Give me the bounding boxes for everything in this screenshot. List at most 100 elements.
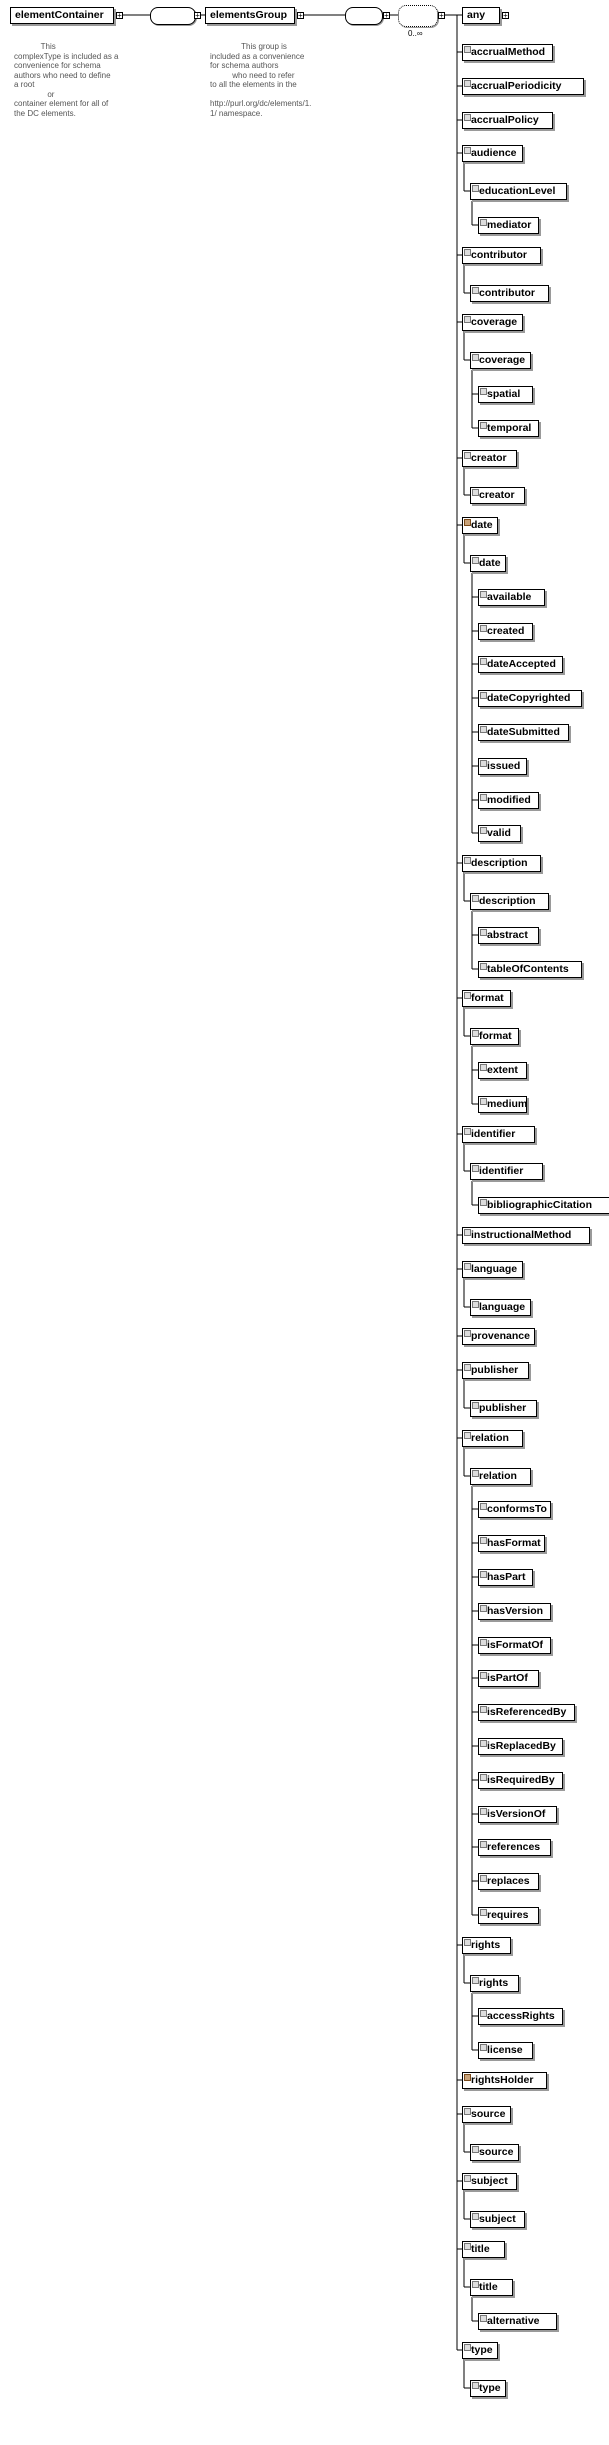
child-element-extent[interactable]: extent [478,1062,527,1079]
child-element-isrequiredby[interactable]: isRequiredBy [478,1772,563,1789]
group-element-identifier[interactable]: identifier [462,1126,535,1143]
any-box[interactable]: any [462,7,500,24]
element-label: title [479,2281,498,2293]
child-element-temporal[interactable]: temporal [478,420,539,437]
child-element-mediator[interactable]: mediator [478,217,539,234]
child-element-hasversion[interactable]: hasVersion [478,1603,551,1620]
group-element-source[interactable]: source [462,2106,511,2123]
element-label: description [471,857,528,869]
child-element-publisher[interactable]: publisher [470,1400,537,1417]
group-element-date[interactable]: date [462,517,498,534]
group-element-language[interactable]: language [462,1261,523,1278]
element-ref-icon [480,692,487,699]
child-element-datecopyrighted[interactable]: dateCopyrighted [478,690,582,707]
element-container-box[interactable]: elementContainer [10,7,114,24]
element-ref-icon [464,857,471,864]
group-element-audience[interactable]: audience [462,145,523,162]
child-element-subject[interactable]: subject [470,2211,525,2228]
group-element-description[interactable]: description [462,855,541,872]
child-element-identifier[interactable]: identifier [470,1163,543,1180]
element-ref-icon [472,2281,479,2288]
elements-group-box[interactable]: elementsGroup [205,7,295,24]
expand-icon[interactable]: + [297,11,304,20]
element-ref-icon [480,794,487,801]
child-element-conformsto[interactable]: conformsTo [478,1501,551,1518]
child-element-spatial[interactable]: spatial [478,386,533,403]
child-element-isreferencedby[interactable]: isReferencedBy [478,1704,575,1721]
group-element-accrualpolicy[interactable]: accrualPolicy [462,112,553,129]
group-element-accrualperiodicity[interactable]: accrualPeriodicity [462,78,584,95]
group-element-rightsholder[interactable]: rightsHolder [462,2072,547,2089]
child-element-datesubmitted[interactable]: dateSubmitted [478,724,569,741]
expand-icon[interactable]: + [502,11,509,20]
child-element-issued[interactable]: issued [478,758,527,775]
group-element-creator[interactable]: creator [462,450,517,467]
child-element-requires[interactable]: requires [478,1907,539,1924]
child-element-replaces[interactable]: replaces [478,1873,539,1890]
child-element-description[interactable]: description [470,893,549,910]
group-element-contributor[interactable]: contributor [462,247,541,264]
expand-icon[interactable]: + [194,11,201,20]
child-element-bibliographiccitation[interactable]: bibliographicCitation [478,1197,609,1214]
element-label: hasPart [487,1571,526,1583]
element-ref-icon [464,316,471,323]
element-ref-icon [480,1064,487,1071]
child-element-date[interactable]: date [470,555,506,572]
child-element-haspart[interactable]: hasPart [478,1569,533,1586]
element-label: subject [471,2175,508,2187]
child-element-created[interactable]: created [478,623,533,640]
child-element-isversionof[interactable]: isVersionOf [478,1806,557,1823]
group-element-instructionalmethod[interactable]: instructionalMethod [462,1227,590,1244]
child-element-creator[interactable]: creator [470,487,525,504]
group-element-subject[interactable]: subject [462,2173,517,2190]
group-element-type[interactable]: type [462,2342,498,2359]
element-ref-icon [472,287,479,294]
group-element-coverage[interactable]: coverage [462,314,523,331]
child-element-language[interactable]: language [470,1299,531,1316]
element-ref-icon [480,1808,487,1815]
child-element-valid[interactable]: valid [478,825,521,842]
element-label: isPartOf [487,1672,528,1684]
child-element-alternative[interactable]: alternative [478,2313,557,2330]
element-ref-icon [464,1263,471,1270]
child-element-hasformat[interactable]: hasFormat [478,1535,545,1552]
child-element-isreplacedby[interactable]: isReplacedBy [478,1738,563,1755]
child-element-isformatof[interactable]: isFormatOf [478,1637,551,1654]
child-element-accessrights[interactable]: accessRights [478,2008,563,2025]
child-element-ispartof[interactable]: isPartOf [478,1670,539,1687]
child-element-type[interactable]: type [470,2380,506,2397]
child-element-rights[interactable]: rights [470,1975,519,1992]
element-ref-icon [472,2213,479,2220]
child-element-title[interactable]: title [470,2279,513,2296]
expand-icon[interactable]: + [383,11,390,20]
element-label: isRequiredBy [487,1774,555,1786]
child-element-abstract[interactable]: abstract [478,927,539,944]
child-element-tableofcontents[interactable]: tableOfContents [478,961,582,978]
child-element-medium[interactable]: medium [478,1096,527,1113]
child-element-modified[interactable]: modified [478,792,539,809]
child-element-source[interactable]: source [470,2144,519,2161]
group-element-provenance[interactable]: provenance [462,1328,535,1345]
group-element-accrualmethod[interactable]: accrualMethod [462,44,553,61]
child-element-references[interactable]: references [478,1839,551,1856]
child-element-dateaccepted[interactable]: dateAccepted [478,656,563,673]
group-element-title[interactable]: title [462,2241,505,2258]
group-element-relation[interactable]: relation [462,1430,523,1447]
child-element-format[interactable]: format [470,1028,519,1045]
element-label: hasFormat [487,1537,541,1549]
group-element-format[interactable]: format [462,990,511,1007]
element-label: subject [479,2213,516,2225]
expand-icon[interactable]: + [438,11,445,20]
child-element-license[interactable]: license [478,2042,533,2059]
child-element-available[interactable]: available [478,589,545,606]
child-element-relation[interactable]: relation [470,1468,531,1485]
child-element-coverage[interactable]: coverage [470,352,531,369]
group-element-publisher[interactable]: publisher [462,1362,529,1379]
expand-icon[interactable]: + [116,11,123,20]
child-element-educationlevel[interactable]: educationLevel [470,183,567,200]
element-ref-icon [480,219,487,226]
group-element-rights[interactable]: rights [462,1937,511,1954]
child-element-contributor[interactable]: contributor [470,285,549,302]
